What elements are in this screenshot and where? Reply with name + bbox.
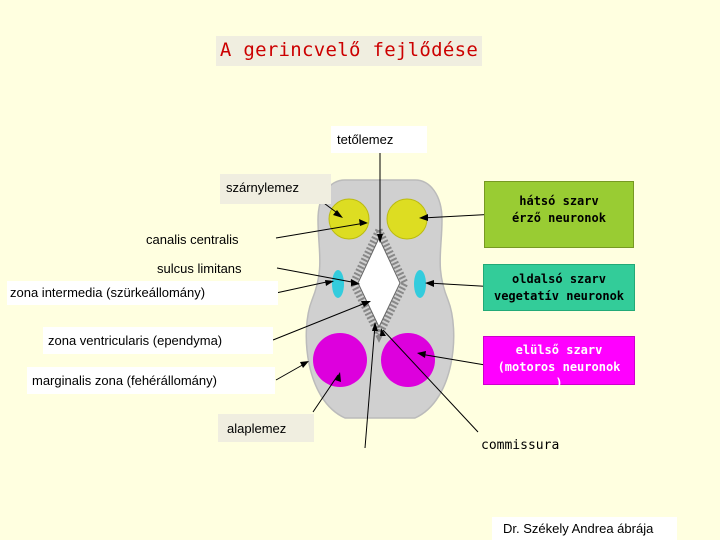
sulcus-limitans-label: sulcus limitans [157,261,242,276]
elulso-szarv-box: elülső szarv (motoros neuronok ) [483,336,635,390]
alaplemez-label: alaplemez [218,414,314,442]
oldalso-szarv-box: oldalsó szarv vegetatív neuronok [483,264,635,311]
oldalso-line1: oldalsó szarv [512,272,606,286]
elulso-line1: elülső szarv [515,343,603,357]
dorsal-circle-right [386,198,428,240]
commissura-label: commissura [481,438,560,453]
hatso-szarv-box: hátsó szarv érző neuronok [484,181,634,248]
elulso-line2: (motoros neuronok [497,360,621,374]
ventral-circle-left [313,333,367,387]
credit-box: Dr. Székely Andrea ábrája [492,517,677,540]
credit-text: Dr. Székely Andrea ábrája [503,521,654,536]
zona-intermedia-label: zona intermedia (szürkeállomány) [7,281,278,305]
oldalso-line2: vegetatív neuronok [493,289,625,303]
marginalis-text: marginalis zona (fehérállomány) [32,373,217,388]
szarnylemez-label: szárnylemez [220,174,331,204]
lateral-ellipse-right [414,270,426,298]
zona-ventricularis-label: zona ventricularis (ependyma) [43,327,273,354]
zona-ventricularis-text: zona ventricularis (ependyma) [48,333,223,348]
tetolemez-label: tetőlemez [331,126,427,153]
szarnylemez-text: szárnylemez [226,180,299,195]
page-title: A gerincvelő fejlődése [216,36,482,66]
zona-intermedia-text: zona intermedia (szürkeállomány) [10,285,206,300]
central-canal-border [349,222,409,343]
tetolemez-text: tetőlemez [337,132,394,147]
central-canal [357,236,401,329]
hatso-line2: érző neuronok [512,211,606,225]
elulso-line3: ) [555,376,563,390]
ventral-circle-right [381,333,435,387]
canalis-centralis-label: canalis centralis [146,232,239,247]
marginalis-label: marginalis zona (fehérállomány) [27,367,275,394]
alaplemez-text: alaplemez [227,421,287,436]
dorsal-circle-left [328,198,370,240]
lateral-ellipse-left [332,270,344,298]
hatso-line1: hátsó szarv [519,194,599,208]
